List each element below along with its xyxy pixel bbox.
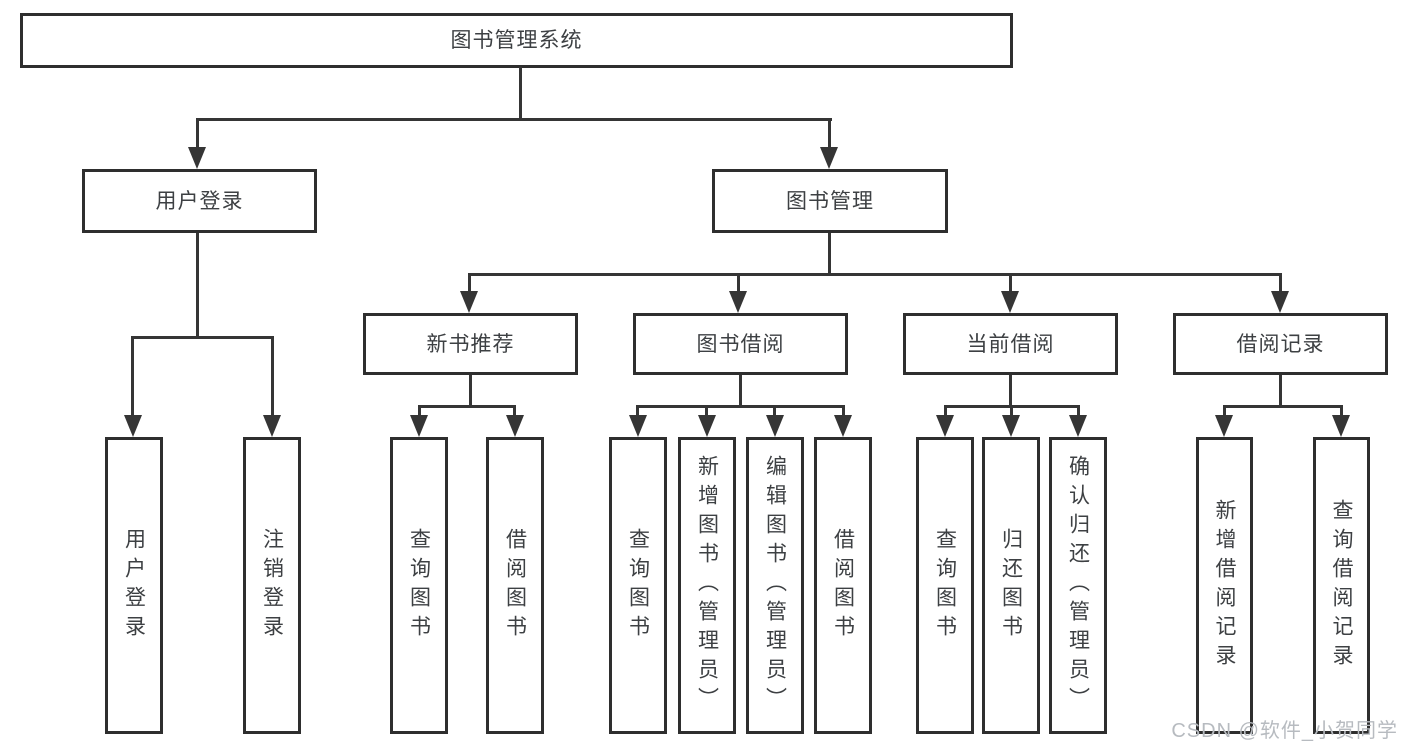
connector-line: [1009, 273, 1012, 293]
arrowhead-icon: [410, 415, 428, 437]
leaf-current-return-books: 归还图书: [982, 437, 1040, 734]
leaf-label: 编辑图书（管理员）: [763, 455, 787, 716]
arrowhead-icon: [460, 291, 478, 313]
connector-line: [468, 273, 1282, 276]
connector-line: [1223, 405, 1343, 408]
connector-line: [418, 405, 516, 408]
leaf-label: 用户登录: [122, 527, 146, 644]
node-book-management: 图书管理: [712, 169, 948, 233]
arrowhead-icon: [766, 415, 784, 437]
arrowhead-icon: [1332, 415, 1350, 437]
node-label: 图书借阅: [696, 332, 785, 356]
arrowhead-icon: [698, 415, 716, 437]
connector-line: [1077, 405, 1080, 417]
connector-line: [944, 405, 947, 417]
connector-line: [1279, 273, 1282, 293]
arrowhead-icon: [629, 415, 647, 437]
node-label: 借阅记录: [1236, 332, 1325, 356]
arrowhead-icon: [1001, 291, 1019, 313]
leaf-current-query-books: 查询图书: [916, 437, 974, 734]
connector-line: [468, 273, 471, 293]
connector-line: [469, 375, 472, 407]
arrowhead-icon: [188, 147, 206, 169]
leaf-label: 新增借阅记录: [1213, 498, 1236, 673]
connector-line: [418, 405, 421, 417]
node-user-login: 用户登录: [82, 169, 317, 233]
node-label: 图书管理系统: [450, 29, 583, 52]
leaf-borrowing-borrow-books: 借阅图书: [814, 437, 872, 734]
arrowhead-icon: [506, 415, 524, 437]
connector-line: [271, 336, 274, 418]
leaf-label: 借阅图书: [503, 527, 527, 644]
leaf-user-login: 用户登录: [105, 437, 163, 734]
arrowhead-icon: [1215, 415, 1233, 437]
leaf-label: 注销登录: [260, 527, 284, 644]
watermark: CSDN @软件_小贺同学: [1171, 720, 1398, 742]
connector-line: [196, 118, 832, 121]
arrowhead-icon: [820, 147, 838, 169]
arrowhead-icon: [1069, 415, 1087, 437]
leaf-recommend-query-books: 查询图书: [390, 437, 448, 734]
leaf-label: 新增图书（管理员）: [695, 455, 719, 716]
connector-line: [739, 375, 742, 407]
leaf-label: 查询借阅记录: [1330, 498, 1353, 673]
node-new-book-recommend: 新书推荐: [363, 313, 578, 375]
node-current-borrowing: 当前借阅: [903, 313, 1118, 375]
leaf-label: 借阅图书: [831, 527, 855, 644]
node-book-borrowing: 图书借阅: [633, 313, 848, 375]
arrowhead-icon: [1002, 415, 1020, 437]
connector-line: [773, 405, 776, 417]
leaf-logout: 注销登录: [243, 437, 301, 734]
leaf-label: 查询图书: [407, 527, 431, 644]
arrowhead-icon: [834, 415, 852, 437]
leaf-recommend-borrow-books: 借阅图书: [486, 437, 544, 734]
node-label: 图书管理: [786, 189, 874, 213]
connector-line: [828, 118, 831, 151]
connector-line: [842, 405, 845, 417]
leaf-records-add-record: 新增借阅记录: [1196, 437, 1253, 734]
leaf-label: 查询图书: [933, 527, 957, 644]
connector-line: [1010, 405, 1013, 417]
connector-line: [737, 273, 740, 293]
arrowhead-icon: [729, 291, 747, 313]
node-label: 新书推荐: [426, 332, 515, 356]
leaf-borrowing-edit-books-admin: 编辑图书（管理员）: [746, 437, 804, 734]
leaf-records-query-record: 查询借阅记录: [1313, 437, 1370, 734]
connector-line: [1223, 405, 1226, 417]
connector-line: [196, 233, 199, 338]
leaf-current-confirm-return-admin: 确认归还（管理员）: [1049, 437, 1107, 734]
arrowhead-icon: [1271, 291, 1289, 313]
arrowhead-icon: [936, 415, 954, 437]
connector-line: [1279, 375, 1282, 407]
leaf-label: 查询图书: [626, 527, 650, 644]
arrowhead-icon: [263, 415, 281, 437]
connector-line: [131, 336, 274, 339]
leaf-borrowing-add-books-admin: 新增图书（管理员）: [678, 437, 736, 734]
node-label: 当前借阅: [966, 332, 1055, 356]
connector-line: [705, 405, 708, 417]
leaf-label: 确认归还（管理员）: [1066, 455, 1090, 716]
connector-line: [196, 118, 199, 151]
connector-line: [131, 336, 134, 418]
connector-line: [1009, 375, 1012, 407]
leaf-label: 归还图书: [999, 527, 1023, 644]
node-label: 用户登录: [155, 189, 244, 213]
node-library-management-system: 图书管理系统: [20, 13, 1013, 68]
arrowhead-icon: [124, 415, 142, 437]
node-borrow-records: 借阅记录: [1173, 313, 1388, 375]
connector-line: [519, 67, 522, 121]
connector-line: [636, 405, 845, 408]
connector-line: [513, 405, 516, 417]
connector-line: [1340, 405, 1343, 417]
connector-line: [636, 405, 639, 417]
connector-line: [828, 233, 831, 275]
leaf-borrowing-query-books: 查询图书: [609, 437, 667, 734]
